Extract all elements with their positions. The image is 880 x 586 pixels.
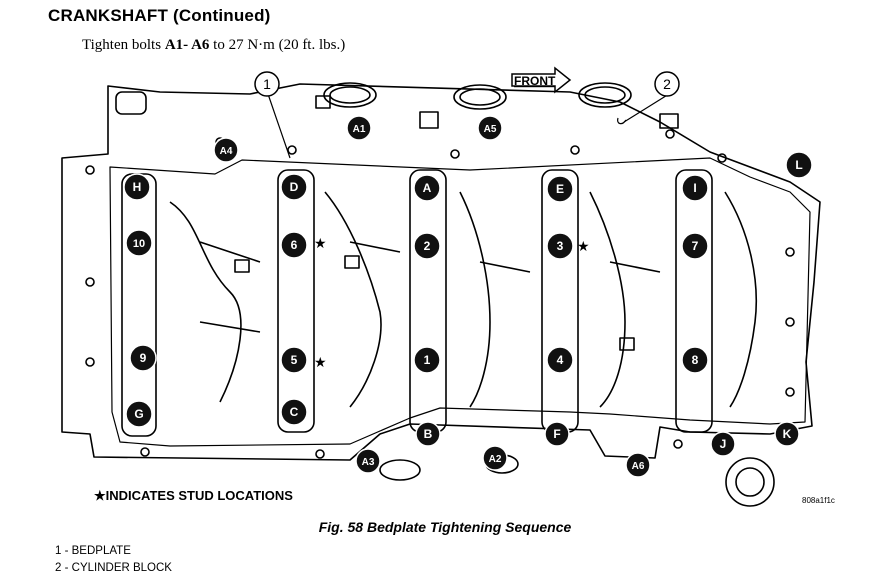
callout-2: 2 — [654, 71, 680, 97]
bolt-K: K — [783, 427, 792, 441]
bolt-5: 5 — [291, 353, 298, 367]
tightening-instruction: Tighten bolts A1- A6 to 27 N·m (20 ft. l… — [82, 37, 345, 54]
legend-number: 1 — [55, 545, 62, 557]
bolt-8: 8 — [692, 353, 699, 367]
bolt-B: B — [424, 427, 433, 441]
bolt-A3: A3 — [362, 457, 375, 468]
bolt-7: 7 — [692, 239, 699, 253]
bolt-3: 3 — [557, 239, 564, 253]
figure-caption: Fig. 58 Bedplate Tightening Sequence — [318, 519, 572, 535]
bedplate-drawing: FRONT 1 2 ★ ★ ★ H — [61, 66, 835, 507]
instruction-bolts: A1- A6 — [164, 37, 210, 53]
callout-legend: 1 - BEDPLATE 2 - CYLINDER BLOCK — [55, 543, 172, 577]
bolt-C: C — [290, 405, 299, 419]
bolt-2: 2 — [424, 239, 431, 253]
flange-outline — [109, 157, 811, 447]
instruction-prefix: Tighten bolts — [82, 37, 165, 53]
bolt-1: 1 — [424, 353, 431, 367]
callout-1-number: 1 — [263, 76, 271, 92]
legend-text: BEDPLATE — [71, 545, 131, 557]
bolt-A6: A6 — [632, 461, 645, 472]
bolt-A5: A5 — [484, 124, 497, 135]
bolt-D: D — [290, 180, 299, 194]
callout-1: 1 — [254, 71, 280, 97]
bolt-E: E — [556, 182, 564, 196]
stud-star-6: ★ — [314, 235, 327, 251]
bolt-6: 6 — [291, 238, 298, 252]
bolt-A: A — [423, 181, 432, 195]
bolt-A4: A4 — [220, 146, 233, 157]
legend-number: 2 — [55, 562, 62, 574]
legend-item: 2 - CYLINDER BLOCK — [55, 562, 172, 574]
front-arrow-icon: FRONT — [511, 66, 572, 94]
legend-text: CYLINDER BLOCK — [71, 562, 172, 574]
stud-star-5: ★ — [314, 354, 327, 370]
stud-star-3: ★ — [577, 238, 590, 254]
bolt-F: F — [553, 427, 560, 441]
bolt-10: 10 — [133, 238, 145, 250]
image-code: 808a1f1c — [802, 496, 835, 505]
bolt-4: 4 — [557, 353, 564, 367]
bolt-J: J — [720, 437, 727, 451]
legend-item: 1 - BEDPLATE — [55, 545, 131, 557]
bolt-H: H — [133, 180, 142, 194]
instruction-suffix: to 27 N·m (20 ft. lbs.) — [209, 37, 346, 53]
bedplate-outline — [61, 83, 821, 461]
bolt-A1: A1 — [353, 124, 366, 135]
bolt-I: I — [693, 181, 696, 195]
callout-2-number: 2 — [663, 76, 671, 92]
bedplate-illustration: FRONT 1 2 ★ ★ ★ H — [50, 62, 840, 514]
bolt-9: 9 — [140, 351, 147, 365]
stud-locations-note: ★INDICATES STUD LOCATIONS — [94, 488, 293, 503]
bolt-L: L — [795, 158, 802, 172]
section-title: CRANKSHAFT (Continued) — [48, 6, 271, 25]
bolt-A2: A2 — [489, 454, 502, 465]
front-label: FRONT — [514, 74, 556, 88]
bolt-G: G — [134, 407, 143, 421]
